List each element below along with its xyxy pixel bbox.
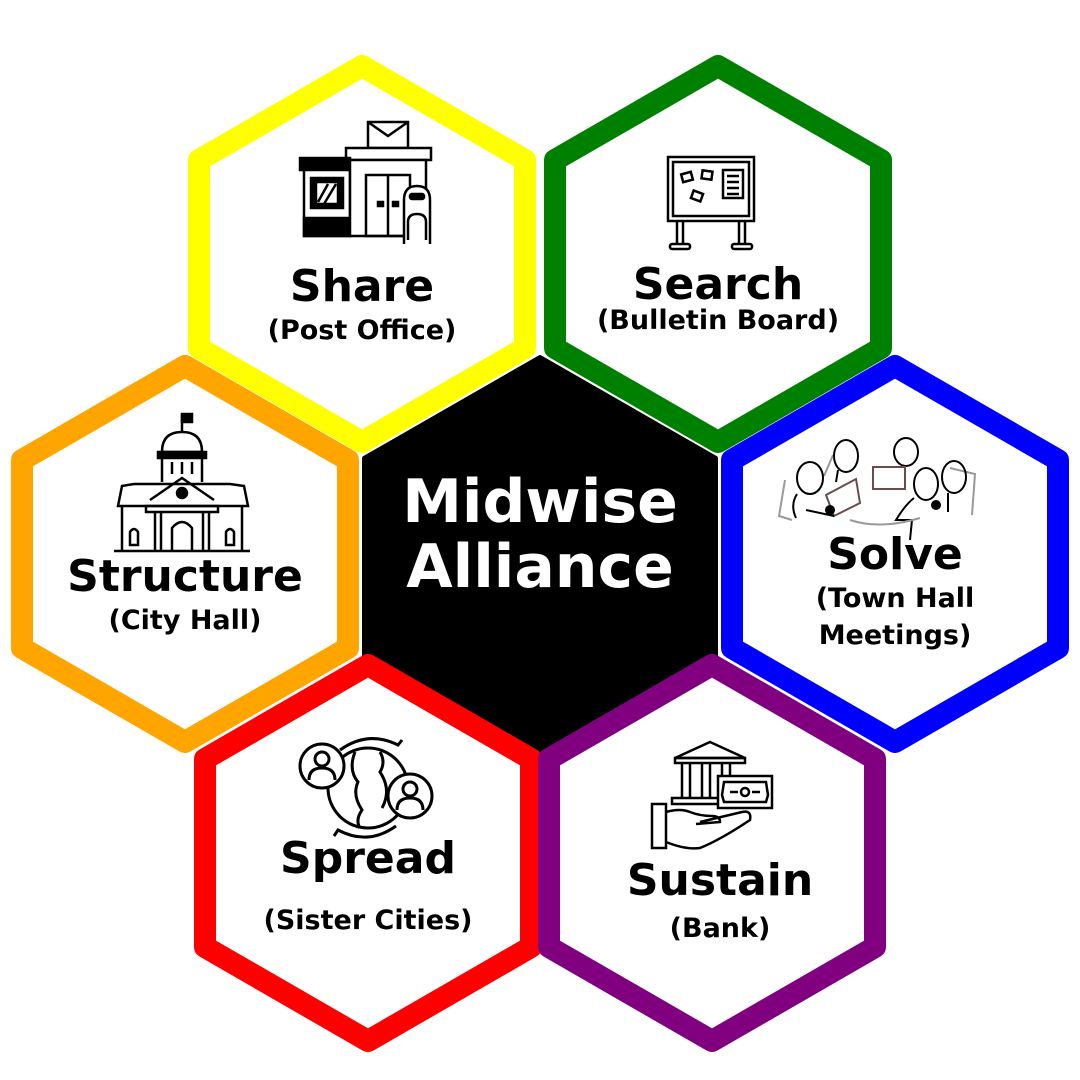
- search-title: Search: [632, 259, 804, 310]
- spread-subtitle: (Sister Cities): [263, 904, 473, 936]
- label-search: Search (Bulletin Board): [560, 259, 876, 336]
- hexagon-structure: [11, 355, 359, 753]
- spread-title: Spread: [280, 833, 456, 884]
- hexagon-search: [544, 55, 892, 453]
- solve-subtitle-line1: (Town Hall: [815, 582, 975, 614]
- structure-subtitle: (City Hall): [108, 604, 262, 636]
- meeting-people-icon: [777, 437, 977, 541]
- hexagon-spread: [194, 654, 542, 1052]
- label-sustain: Sustain (Bank): [565, 855, 875, 944]
- center-title: Midwise Alliance: [364, 470, 716, 600]
- solve-subtitle-line2: Meetings): [818, 619, 972, 651]
- center-title-line2: Alliance: [406, 531, 674, 602]
- structure-title: Structure: [67, 551, 303, 602]
- share-title: Share: [289, 261, 435, 312]
- globe-people-icon: [298, 737, 434, 839]
- hexagon-sustain: [538, 654, 886, 1052]
- center-title-line1: Midwise: [402, 467, 678, 537]
- sustain-subtitle: (Bank): [669, 912, 771, 944]
- hexagon-solve: [721, 355, 1069, 753]
- label-structure: Structure (City Hall): [30, 551, 340, 636]
- solve-title: Solve: [827, 529, 963, 580]
- label-spread: Spread (Sister Cities): [215, 833, 521, 936]
- label-solve: Solve (Town Hall Meetings): [745, 529, 1045, 651]
- bulletin-board-icon: [666, 155, 756, 251]
- city-hall-icon: [114, 412, 250, 553]
- share-subtitle: (Post Office): [267, 314, 457, 346]
- post-office-icon: [298, 120, 433, 244]
- hexagon-share: [188, 55, 536, 453]
- bank-hand-icon: [650, 740, 774, 850]
- sustain-title: Sustain: [626, 855, 814, 906]
- label-share: Share (Post Office): [212, 261, 512, 346]
- search-subtitle: (Bulletin Board): [596, 304, 840, 336]
